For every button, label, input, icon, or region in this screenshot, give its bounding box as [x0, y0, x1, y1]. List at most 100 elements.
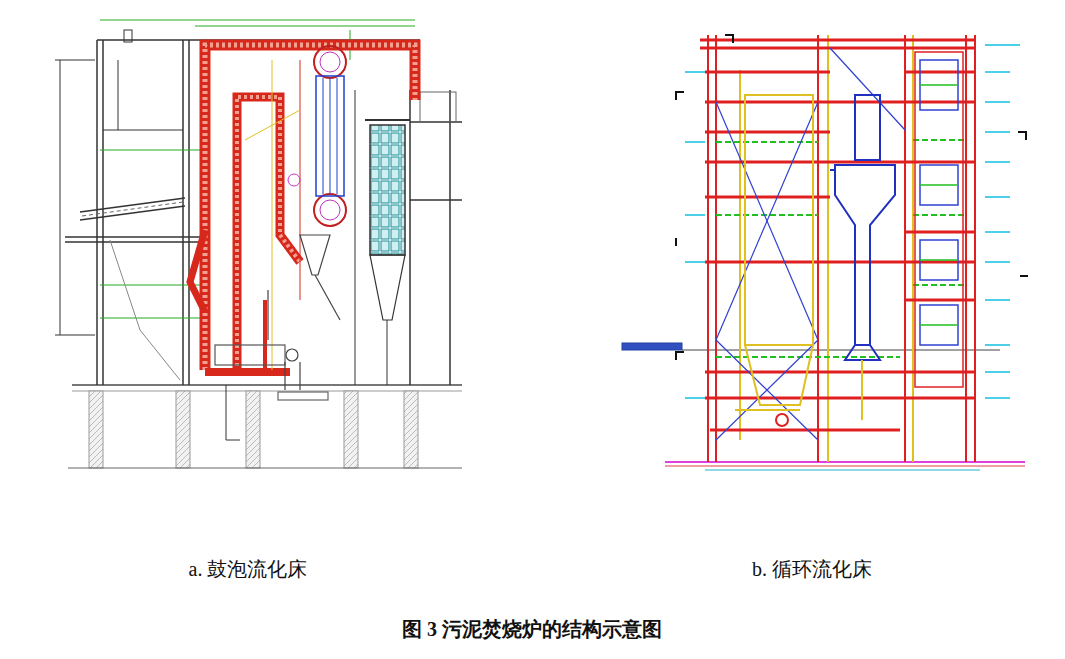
- cyclone-and-pipes: [215, 235, 340, 400]
- steel-frame: [420, 92, 456, 122]
- boiler-drums: [320, 52, 340, 72]
- steel-frame: [182, 40, 184, 385]
- back-pass: [915, 52, 963, 387]
- back-pass: [920, 184, 958, 186]
- elevation-marks: [985, 131, 1010, 133]
- foundation: [344, 391, 358, 468]
- platforms: [716, 141, 818, 143]
- cross-bracing: [716, 48, 905, 440]
- ground-line: [705, 470, 980, 471]
- foundation: [246, 391, 260, 468]
- steel-frame: [188, 40, 190, 385]
- dimension-lines: [100, 318, 210, 319]
- steel-frame: [118, 60, 119, 130]
- cross-bracing: [716, 102, 818, 340]
- boiler-drums: [320, 200, 340, 220]
- steel-frame: [65, 241, 200, 243]
- back-pass: [915, 52, 963, 387]
- cyclone-and-pipes: [284, 362, 285, 390]
- figure-caption: 图 3 污泥焚烧炉的结构示意图: [402, 616, 662, 643]
- back-pass: [920, 84, 958, 86]
- ground-line: [622, 343, 1025, 470]
- platforms: [913, 214, 966, 216]
- economizer: [365, 119, 410, 121]
- subfigure-label: a. 鼓泡流化床: [189, 556, 308, 583]
- frame-beams: [705, 71, 830, 74]
- frame-beams: [705, 131, 830, 134]
- cyclone-and-pipes: [215, 345, 285, 365]
- furnace: [745, 345, 813, 405]
- feed-conveyor: [80, 206, 185, 220]
- platforms: [716, 214, 818, 216]
- corner-marks: [676, 92, 684, 100]
- economizer: [370, 125, 405, 255]
- ground-line: [622, 343, 682, 350]
- platforms: [913, 284, 966, 286]
- refractory-wall: [237, 97, 300, 372]
- boiler-drums: [314, 194, 346, 226]
- boiler-drums: [337, 78, 338, 194]
- cyclone-and-pipes: [286, 349, 298, 361]
- boiler-drums: [272, 60, 273, 370]
- steel-frame: [124, 30, 132, 42]
- elevation-marks: [685, 261, 705, 263]
- cyclone-and-pipes: [299, 362, 300, 390]
- frame-beams: [705, 371, 975, 374]
- boiler-drums: [314, 46, 346, 78]
- circulating-bed-drawing: [622, 35, 1028, 470]
- steel-frame: [449, 90, 451, 385]
- elevation-marks: [985, 161, 1010, 163]
- boiler-drums: [245, 110, 300, 140]
- elevation-marks: [985, 261, 1010, 263]
- platforms: [913, 139, 966, 141]
- economizer: [365, 120, 410, 385]
- elevation-marks: [985, 71, 1010, 73]
- boiler-drums: [330, 78, 331, 194]
- boiler-drums: [288, 174, 300, 186]
- frame-beams: [710, 429, 900, 432]
- cyclone-and-pipes: [315, 275, 340, 320]
- feed-conveyor: [80, 198, 185, 380]
- foundation: [404, 391, 418, 468]
- steel-frame: [60, 60, 61, 335]
- steel-frame: [55, 60, 95, 61]
- bubbling-bed-drawing: [55, 20, 462, 468]
- cyclone-and-pipes: [278, 392, 328, 400]
- back-pass: [920, 324, 958, 326]
- ground-line: [682, 350, 1000, 351]
- cyclone: [855, 95, 880, 160]
- ground-line: [665, 466, 1025, 467]
- steel-frame: [410, 199, 462, 201]
- elevation-marks: [685, 397, 705, 399]
- cyclone-and-pipes: [300, 235, 330, 275]
- elevation-marks: [985, 196, 1010, 198]
- cyclone: [830, 95, 895, 420]
- corner-marks: [725, 35, 733, 43]
- foundation: [176, 391, 190, 468]
- foundation: [226, 385, 227, 440]
- back-pass: [920, 165, 958, 205]
- foundation: [68, 385, 462, 468]
- frame-beams: [700, 39, 975, 42]
- elevation-marks: [685, 71, 705, 73]
- dimension-lines: [100, 20, 415, 318]
- elevation-marks: [685, 45, 1020, 398]
- cyclone: [861, 360, 863, 420]
- corner-marks: [1018, 132, 1026, 140]
- elevation-marks: [985, 371, 1010, 373]
- dimension-lines: [100, 150, 200, 151]
- elevation-marks: [685, 141, 705, 143]
- foundation: [226, 440, 240, 441]
- elevation-marks: [985, 397, 1010, 399]
- cyclone: [835, 165, 895, 345]
- feed-conveyor: [82, 202, 183, 216]
- subfigure-label: b. 循环流化床: [752, 556, 872, 583]
- steel-frame: [103, 130, 183, 131]
- cyclone: [845, 345, 880, 360]
- back-pass: [920, 259, 958, 261]
- boiler-drums: [355, 90, 356, 385]
- steel-frame: [55, 30, 462, 385]
- cross-bracing: [716, 102, 818, 340]
- elevation-marks: [685, 214, 705, 216]
